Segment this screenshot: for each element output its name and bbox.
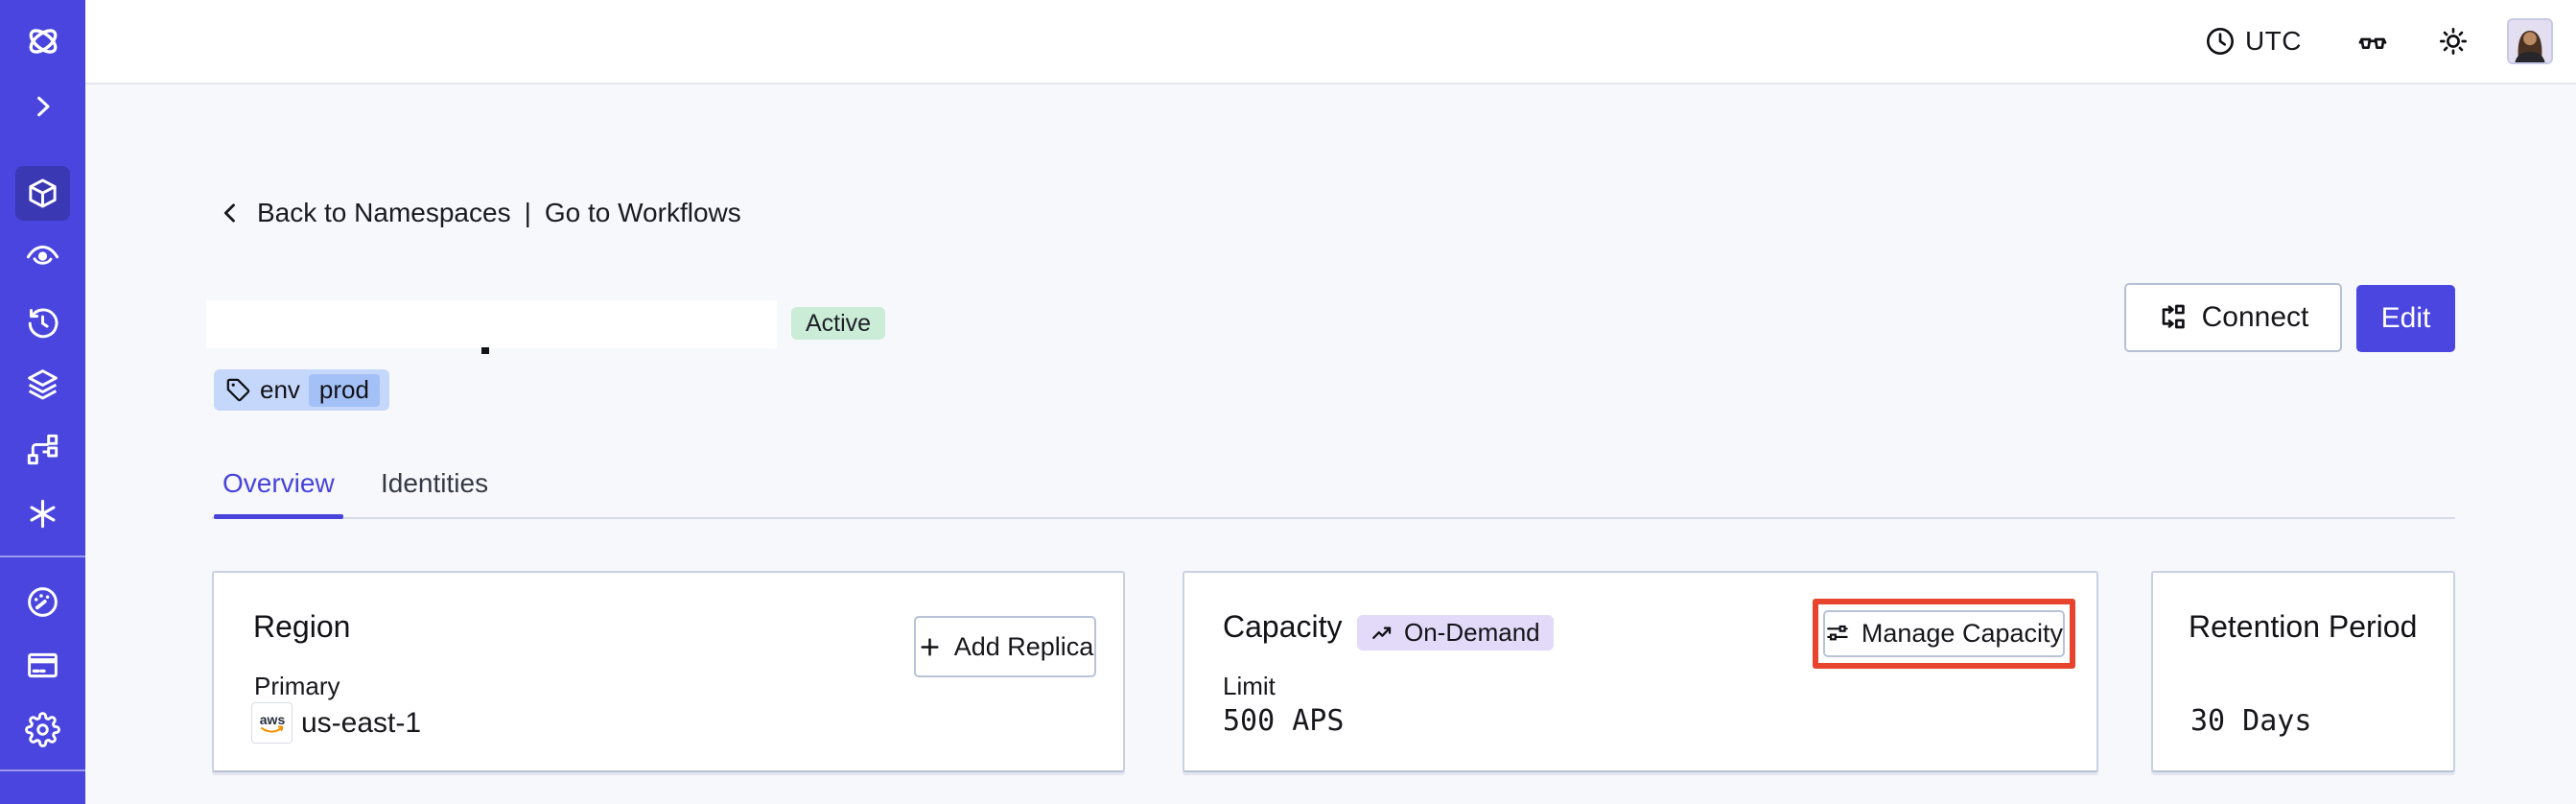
sidebar-expand-button[interactable] [15, 79, 70, 133]
connect-button-label: Connect [2201, 301, 2309, 333]
add-replica-button[interactable]: Add Replica [914, 616, 1096, 677]
gear-icon [25, 712, 60, 747]
aws-logo-text: aws [259, 712, 285, 727]
user-avatar[interactable] [2507, 18, 2553, 64]
tag-icon [226, 378, 250, 402]
sidebar-item-batch[interactable] [15, 422, 70, 477]
theme-toggle[interactable] [2438, 26, 2469, 57]
partial-circle-bottom-icon [25, 798, 60, 804]
capacity-card-title: Capacity [1223, 609, 1343, 644]
manage-capacity-label: Manage Capacity [1861, 619, 2063, 648]
plus-icon [921, 637, 939, 656]
trending-up-icon [1372, 626, 1392, 639]
edit-button[interactable]: Edit [2356, 285, 2455, 352]
sidebar-item-monitor[interactable] [15, 227, 70, 282]
sidebar-item-schedules[interactable] [15, 295, 70, 349]
connect-flow-icon [2162, 304, 2185, 329]
manage-capacity-button[interactable]: Manage Capacity [1823, 610, 2065, 657]
sidebar-item-billing[interactable] [15, 638, 70, 693]
edit-button-label: Edit [2380, 302, 2431, 334]
clock-history-icon [28, 308, 59, 339]
clock-icon [2206, 28, 2234, 55]
capacity-card: Capacity On-Demand Manage Capacity Limit… [1183, 571, 2098, 772]
sidebar-item-usage[interactable] [15, 575, 70, 629]
asterisk-icon [30, 499, 56, 529]
region-card-title: Region [253, 609, 351, 644]
temporal-logo[interactable] [15, 13, 70, 68]
back-to-namespaces-link[interactable]: Back to Namespaces [257, 198, 511, 227]
region-card: Region Add Replica Primary aws us-east-1 [212, 571, 1125, 772]
cube-icon [29, 178, 57, 208]
namespace-title-fragment [481, 347, 489, 354]
add-replica-label: Add Replica [953, 631, 1094, 661]
connect-button[interactable]: Connect [2124, 283, 2342, 352]
capacity-limit-value: 500 APS [1223, 704, 1345, 738]
topbar: UTC [85, 0, 2576, 84]
timezone-selector[interactable]: UTC [2205, 26, 2302, 57]
sidebar-divider [0, 556, 85, 557]
sidebar-item-settings[interactable] [15, 702, 70, 757]
region-value: us-east-1 [301, 707, 422, 739]
glasses-icon [2358, 37, 2387, 49]
tag-key-label: env [260, 375, 300, 404]
sidebar-item-account[interactable] [15, 789, 70, 804]
eye-icon [26, 246, 59, 265]
go-to-workflows-link[interactable]: Go to Workflows [544, 198, 741, 227]
tab-identities[interactable]: Identities [381, 468, 489, 498]
chevron-right-icon [36, 96, 49, 116]
tab-overview[interactable]: Overview [222, 468, 335, 498]
back-chevron-icon[interactable] [217, 200, 244, 226]
timezone-label: UTC [2244, 26, 2302, 56]
sidebar-item-deployments[interactable] [15, 357, 70, 412]
tabs-baseline [212, 517, 2455, 519]
sliders-icon [1827, 625, 1848, 641]
sidebar-divider [0, 769, 85, 771]
ondemand-badge-label: On-Demand [1404, 618, 1540, 647]
sidebar-item-nexus[interactable] [15, 486, 70, 541]
credit-card-icon [28, 652, 58, 678]
namespace-tag[interactable]: env prod [214, 369, 389, 411]
sidebar-item-namespaces[interactable] [15, 166, 70, 221]
aws-logo-icon: aws [259, 712, 285, 733]
ondemand-badge: On-Demand [1357, 615, 1554, 650]
namespace-title-redacted [206, 300, 777, 348]
retention-card: Retention Period 30 Days [2151, 571, 2455, 772]
primary-label: Primary [254, 672, 340, 700]
avatar-photo-icon [2509, 20, 2551, 62]
aws-provider-badge: aws [251, 702, 293, 744]
status-badge: Active [791, 307, 886, 340]
labs-toggle[interactable] [2357, 26, 2388, 57]
sidebar-nav [0, 0, 85, 804]
workflow-branch-icon [27, 434, 59, 465]
active-tab-underline [214, 514, 343, 519]
retention-value: 30 Days [2190, 704, 2312, 738]
limit-label: Limit [1223, 672, 1276, 700]
layers-icon [28, 369, 58, 400]
annotation-highlight-box: Manage Capacity [1813, 599, 2075, 669]
sun-icon [2440, 28, 2467, 55]
breadcrumb-separator: | [524, 198, 531, 227]
tag-value-label: prod [308, 373, 380, 407]
breadcrumb: Back to Namespaces | Go to Workflows [217, 195, 741, 231]
retention-card-title: Retention Period [2189, 609, 2418, 644]
gauge-icon [28, 587, 58, 617]
